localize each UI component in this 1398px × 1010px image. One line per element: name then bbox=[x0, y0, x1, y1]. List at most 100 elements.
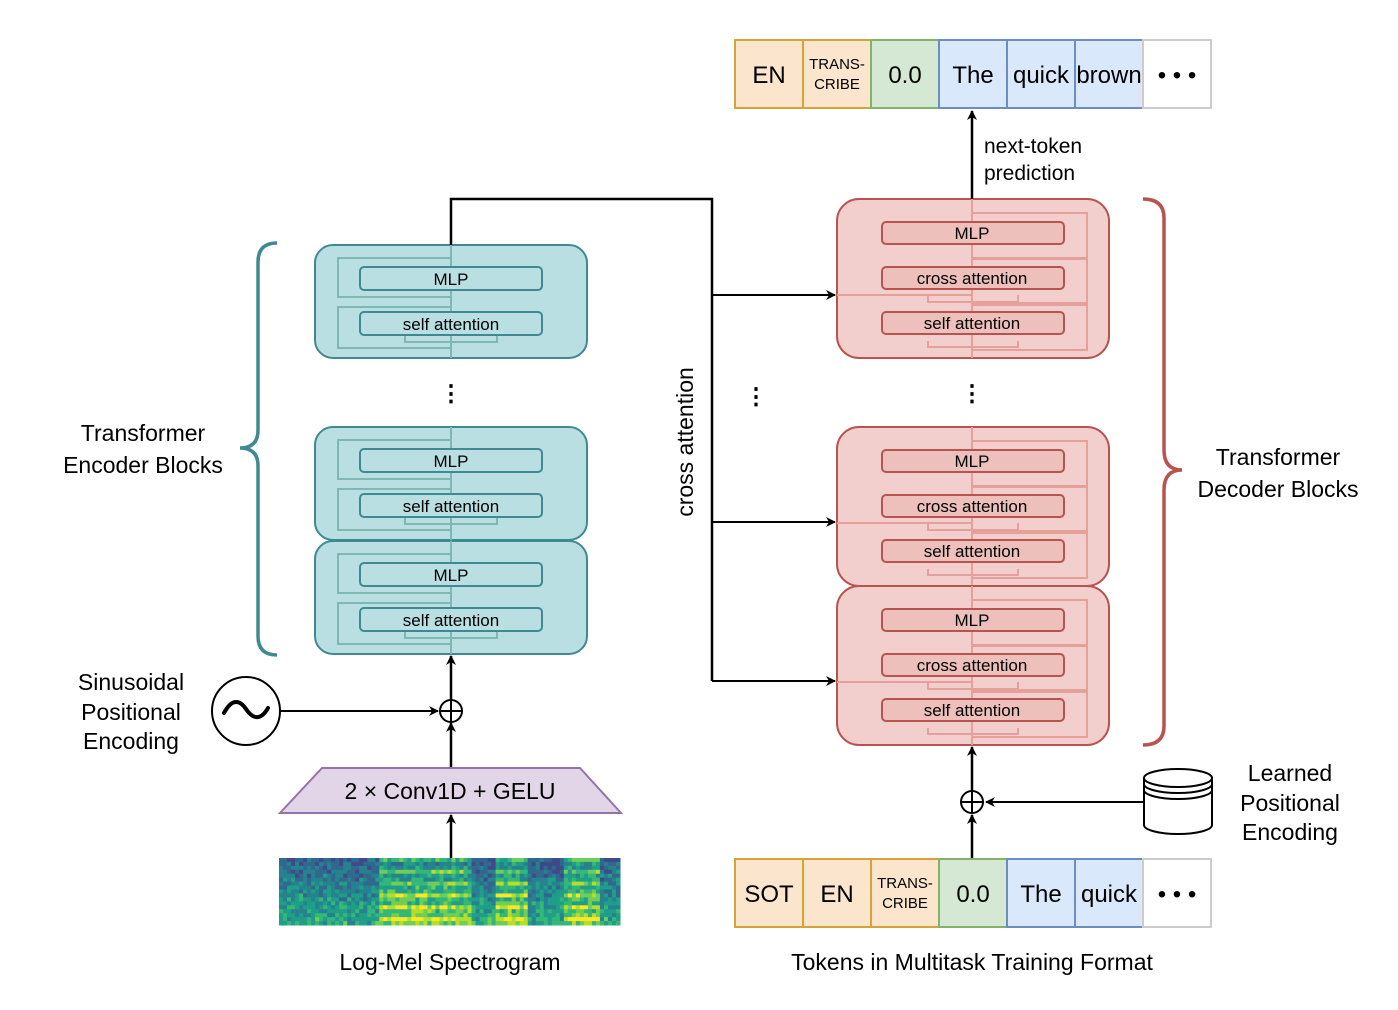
layer-label: self attention bbox=[924, 314, 1020, 333]
token: brown bbox=[1074, 39, 1144, 109]
token-label: 0.0 bbox=[956, 881, 989, 908]
mlp-layer bbox=[359, 448, 543, 473]
tokens-label: Tokens in Multitask Training Format bbox=[791, 949, 1153, 975]
token-label: • • • bbox=[1158, 881, 1197, 908]
residual-connection bbox=[837, 586, 1088, 745]
layer-label: MLP bbox=[955, 224, 990, 243]
encoder-brace bbox=[239, 241, 278, 657]
sine-wave-icon bbox=[222, 700, 270, 720]
residual-connection bbox=[837, 199, 1088, 358]
cross-attention-layer bbox=[881, 494, 1065, 518]
token-label: The bbox=[1020, 881, 1061, 908]
token: TRANS-CRIBE bbox=[802, 39, 872, 109]
layer-label: self attention bbox=[403, 315, 499, 334]
layer-label: self attention bbox=[924, 701, 1020, 720]
token-box bbox=[1074, 858, 1144, 928]
mlp-layer bbox=[881, 449, 1065, 473]
cross-ellipsis: ⋮ bbox=[745, 383, 768, 409]
token-label: 0.0 bbox=[888, 62, 921, 89]
encoder-ellipsis: ⋮ bbox=[440, 380, 463, 406]
decoder-block: MLP cross attention self attention bbox=[836, 198, 1110, 359]
mlp-layer bbox=[359, 266, 543, 291]
token: • • • bbox=[1142, 39, 1212, 109]
encoder-output-connector bbox=[449, 197, 714, 681]
self-attention-layer bbox=[881, 311, 1065, 335]
input-token-sequence: SOT EN TRANS-CRIBE 0.0 The quick • • • bbox=[734, 858, 1212, 928]
self-attention-layer bbox=[881, 698, 1065, 722]
cross-attention-layer bbox=[881, 653, 1065, 677]
self-attention-layer bbox=[881, 539, 1065, 563]
token: SOT bbox=[734, 858, 804, 928]
layer-label: MLP bbox=[955, 452, 990, 471]
token: • • • bbox=[1142, 858, 1212, 928]
token-box bbox=[1142, 39, 1212, 109]
token-label: • • • bbox=[1158, 62, 1197, 89]
residual-connection bbox=[337, 245, 498, 358]
token: quick bbox=[1006, 39, 1076, 109]
layer-label: cross attention bbox=[917, 656, 1028, 675]
token: TRANS-CRIBE bbox=[870, 858, 940, 928]
token-box bbox=[870, 39, 940, 109]
layer-label: cross attention bbox=[917, 269, 1028, 288]
token-label: EN bbox=[752, 62, 785, 89]
token-box bbox=[1006, 858, 1076, 928]
token-label: quick bbox=[1081, 881, 1138, 908]
self-attention-layer bbox=[359, 493, 543, 518]
token-box bbox=[870, 858, 940, 928]
encoder-block: MLP self attention bbox=[314, 426, 588, 541]
mlp-layer bbox=[881, 608, 1065, 632]
encoder-block: MLP self attention bbox=[314, 540, 588, 655]
token: EN bbox=[802, 858, 872, 928]
decoder-brace bbox=[1142, 197, 1183, 747]
token: The bbox=[1006, 858, 1076, 928]
token-label: TRANS-CRIBE bbox=[877, 875, 933, 912]
spectrogram-image bbox=[279, 858, 621, 926]
conv-block bbox=[277, 767, 624, 814]
cross-attention-layer bbox=[881, 266, 1065, 290]
layer-label: self attention bbox=[924, 542, 1020, 561]
token-label: The bbox=[952, 62, 993, 89]
token-label: EN bbox=[820, 881, 853, 908]
token-label: brown bbox=[1076, 62, 1141, 89]
conv-label: 2 × Conv1D + GELU bbox=[345, 778, 556, 804]
residual-connection bbox=[337, 541, 498, 654]
cross-attention-label: cross attention bbox=[672, 367, 698, 517]
token-label: TRANS-CRIBE bbox=[809, 56, 865, 93]
token: The bbox=[938, 39, 1008, 109]
token: 0.0 bbox=[938, 858, 1008, 928]
residual-connection bbox=[337, 427, 498, 540]
token: quick bbox=[1074, 858, 1144, 928]
self-attention-layer bbox=[359, 607, 543, 632]
layer-label: MLP bbox=[434, 452, 469, 471]
token: 0.0 bbox=[870, 39, 940, 109]
token-box bbox=[1142, 858, 1212, 928]
token-box bbox=[938, 39, 1008, 109]
database-icon bbox=[1143, 768, 1213, 835]
token: EN bbox=[734, 39, 804, 109]
token-box bbox=[938, 858, 1008, 928]
layer-label: self attention bbox=[403, 497, 499, 516]
spectrogram-label: Log-Mel Spectrogram bbox=[339, 949, 560, 975]
self-attention-layer bbox=[359, 311, 543, 336]
layer-label: self attention bbox=[403, 611, 499, 630]
layer-label: cross attention bbox=[917, 497, 1028, 516]
layer-label: MLP bbox=[434, 270, 469, 289]
encoder-block: MLP self attention bbox=[314, 244, 588, 359]
layer-label: MLP bbox=[434, 566, 469, 585]
add-icon bbox=[960, 790, 984, 814]
decoder-block: MLP cross attention self attention bbox=[836, 426, 1110, 587]
residual-connection bbox=[837, 427, 1088, 586]
decoder-ellipsis: ⋮ bbox=[961, 380, 984, 406]
add-icon bbox=[439, 699, 463, 723]
mlp-layer bbox=[881, 221, 1065, 245]
token-label: quick bbox=[1013, 62, 1070, 89]
token-box bbox=[802, 39, 872, 109]
